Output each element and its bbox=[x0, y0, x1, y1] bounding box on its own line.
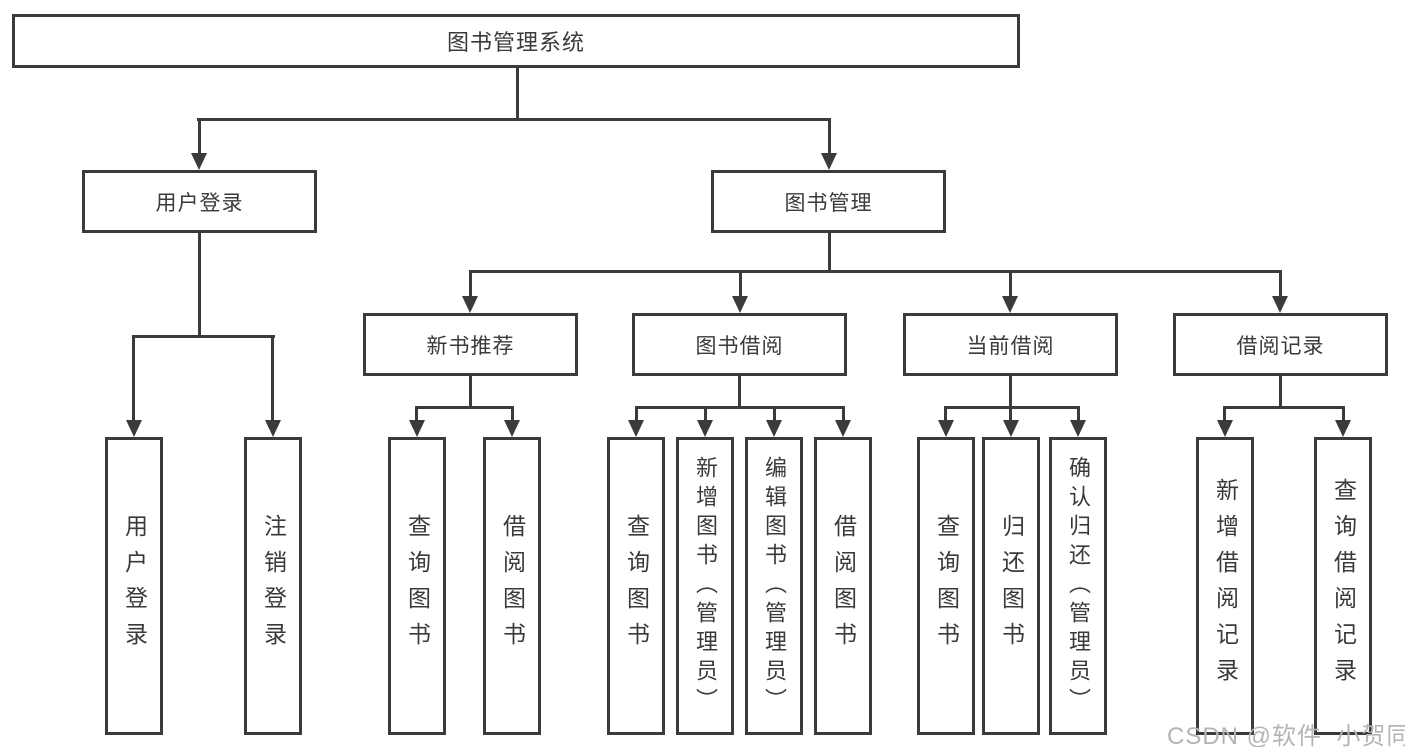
leaf-add-borrow-record: 新增借阅记录 bbox=[1196, 437, 1254, 735]
leaf-borrow-books-recommend: 借阅图书 bbox=[483, 437, 541, 735]
leaf-edit-books-admin: 编辑图书（管理员） bbox=[745, 437, 803, 735]
connector-line bbox=[944, 406, 1080, 409]
leaf-query-books-current: 查询图书 bbox=[917, 437, 975, 735]
arrowhead-down-icon bbox=[1003, 420, 1019, 437]
connector-line bbox=[198, 233, 201, 337]
connector-line bbox=[198, 118, 201, 156]
connector-line bbox=[1009, 406, 1012, 422]
connector-line bbox=[1279, 270, 1282, 300]
connector-line bbox=[132, 335, 275, 338]
connector-line bbox=[739, 270, 742, 300]
arrowhead-down-icon bbox=[938, 420, 954, 437]
leaf-logout: 注销登录 bbox=[244, 437, 302, 735]
connector-line bbox=[415, 406, 418, 422]
node-borrow-records: 借阅记录 bbox=[1173, 313, 1388, 376]
connector-line bbox=[469, 270, 1282, 273]
arrowhead-down-icon bbox=[126, 420, 142, 437]
leaf-query-books-recommend: 查询图书 bbox=[388, 437, 446, 735]
leaf-query-borrow-record: 查询借阅记录 bbox=[1314, 437, 1372, 735]
arrowhead-down-icon bbox=[504, 420, 520, 437]
connector-line bbox=[1009, 376, 1012, 408]
node-new-book-recommend: 新书推荐 bbox=[363, 313, 578, 376]
connector-line bbox=[842, 406, 845, 422]
leaf-return-books: 归还图书 bbox=[982, 437, 1040, 735]
node-library-system: 图书管理系统 bbox=[12, 14, 1020, 68]
connector-line bbox=[828, 118, 831, 156]
connector-line bbox=[132, 335, 135, 422]
connector-line bbox=[271, 335, 274, 422]
arrowhead-down-icon bbox=[835, 420, 851, 437]
connector-line bbox=[511, 406, 514, 422]
connector-line bbox=[469, 270, 472, 300]
connector-line bbox=[1223, 406, 1226, 422]
leaf-user-login: 用户登录 bbox=[105, 437, 163, 735]
arrowhead-down-icon bbox=[1335, 420, 1351, 437]
connector-line bbox=[704, 406, 707, 422]
arrowhead-down-icon bbox=[191, 153, 207, 170]
arrowhead-down-icon bbox=[766, 420, 782, 437]
arrowhead-down-icon bbox=[732, 296, 748, 313]
connector-line bbox=[1223, 406, 1345, 409]
arrowhead-down-icon bbox=[1272, 296, 1288, 313]
leaf-confirm-return-admin: 确认归还（管理员） bbox=[1049, 437, 1107, 735]
node-user-login: 用户登录 bbox=[82, 170, 317, 233]
connector-line bbox=[197, 118, 831, 121]
leaf-query-books-borrow: 查询图书 bbox=[607, 437, 665, 735]
connector-line bbox=[828, 233, 831, 272]
arrowhead-down-icon bbox=[462, 296, 478, 313]
leaf-add-books-admin: 新增图书（管理员） bbox=[676, 437, 734, 735]
node-book-management: 图书管理 bbox=[711, 170, 946, 233]
node-current-borrow: 当前借阅 bbox=[903, 313, 1118, 376]
connector-line bbox=[944, 406, 947, 422]
arrowhead-down-icon bbox=[1070, 420, 1086, 437]
arrowhead-down-icon bbox=[697, 420, 713, 437]
connector-line bbox=[516, 66, 519, 121]
connector-line bbox=[1077, 406, 1080, 422]
connector-line bbox=[635, 406, 845, 409]
arrowhead-down-icon bbox=[265, 420, 281, 437]
node-book-borrow: 图书借阅 bbox=[632, 313, 847, 376]
arrowhead-down-icon bbox=[409, 420, 425, 437]
arrowhead-down-icon bbox=[1002, 296, 1018, 313]
connector-line bbox=[738, 376, 741, 408]
arrowhead-down-icon bbox=[628, 420, 644, 437]
arrowhead-down-icon bbox=[821, 153, 837, 170]
connector-line bbox=[415, 406, 514, 409]
connector-line bbox=[635, 406, 638, 422]
watermark-text: CSDN @软件_小贺同学 bbox=[1167, 723, 1405, 747]
connector-line bbox=[773, 406, 776, 422]
connector-line bbox=[1009, 270, 1012, 300]
arrowhead-down-icon bbox=[1217, 420, 1233, 437]
connector-line bbox=[1342, 406, 1345, 422]
connector-line bbox=[469, 376, 472, 408]
leaf-borrow-books: 借阅图书 bbox=[814, 437, 872, 735]
connector-line bbox=[1279, 376, 1282, 408]
